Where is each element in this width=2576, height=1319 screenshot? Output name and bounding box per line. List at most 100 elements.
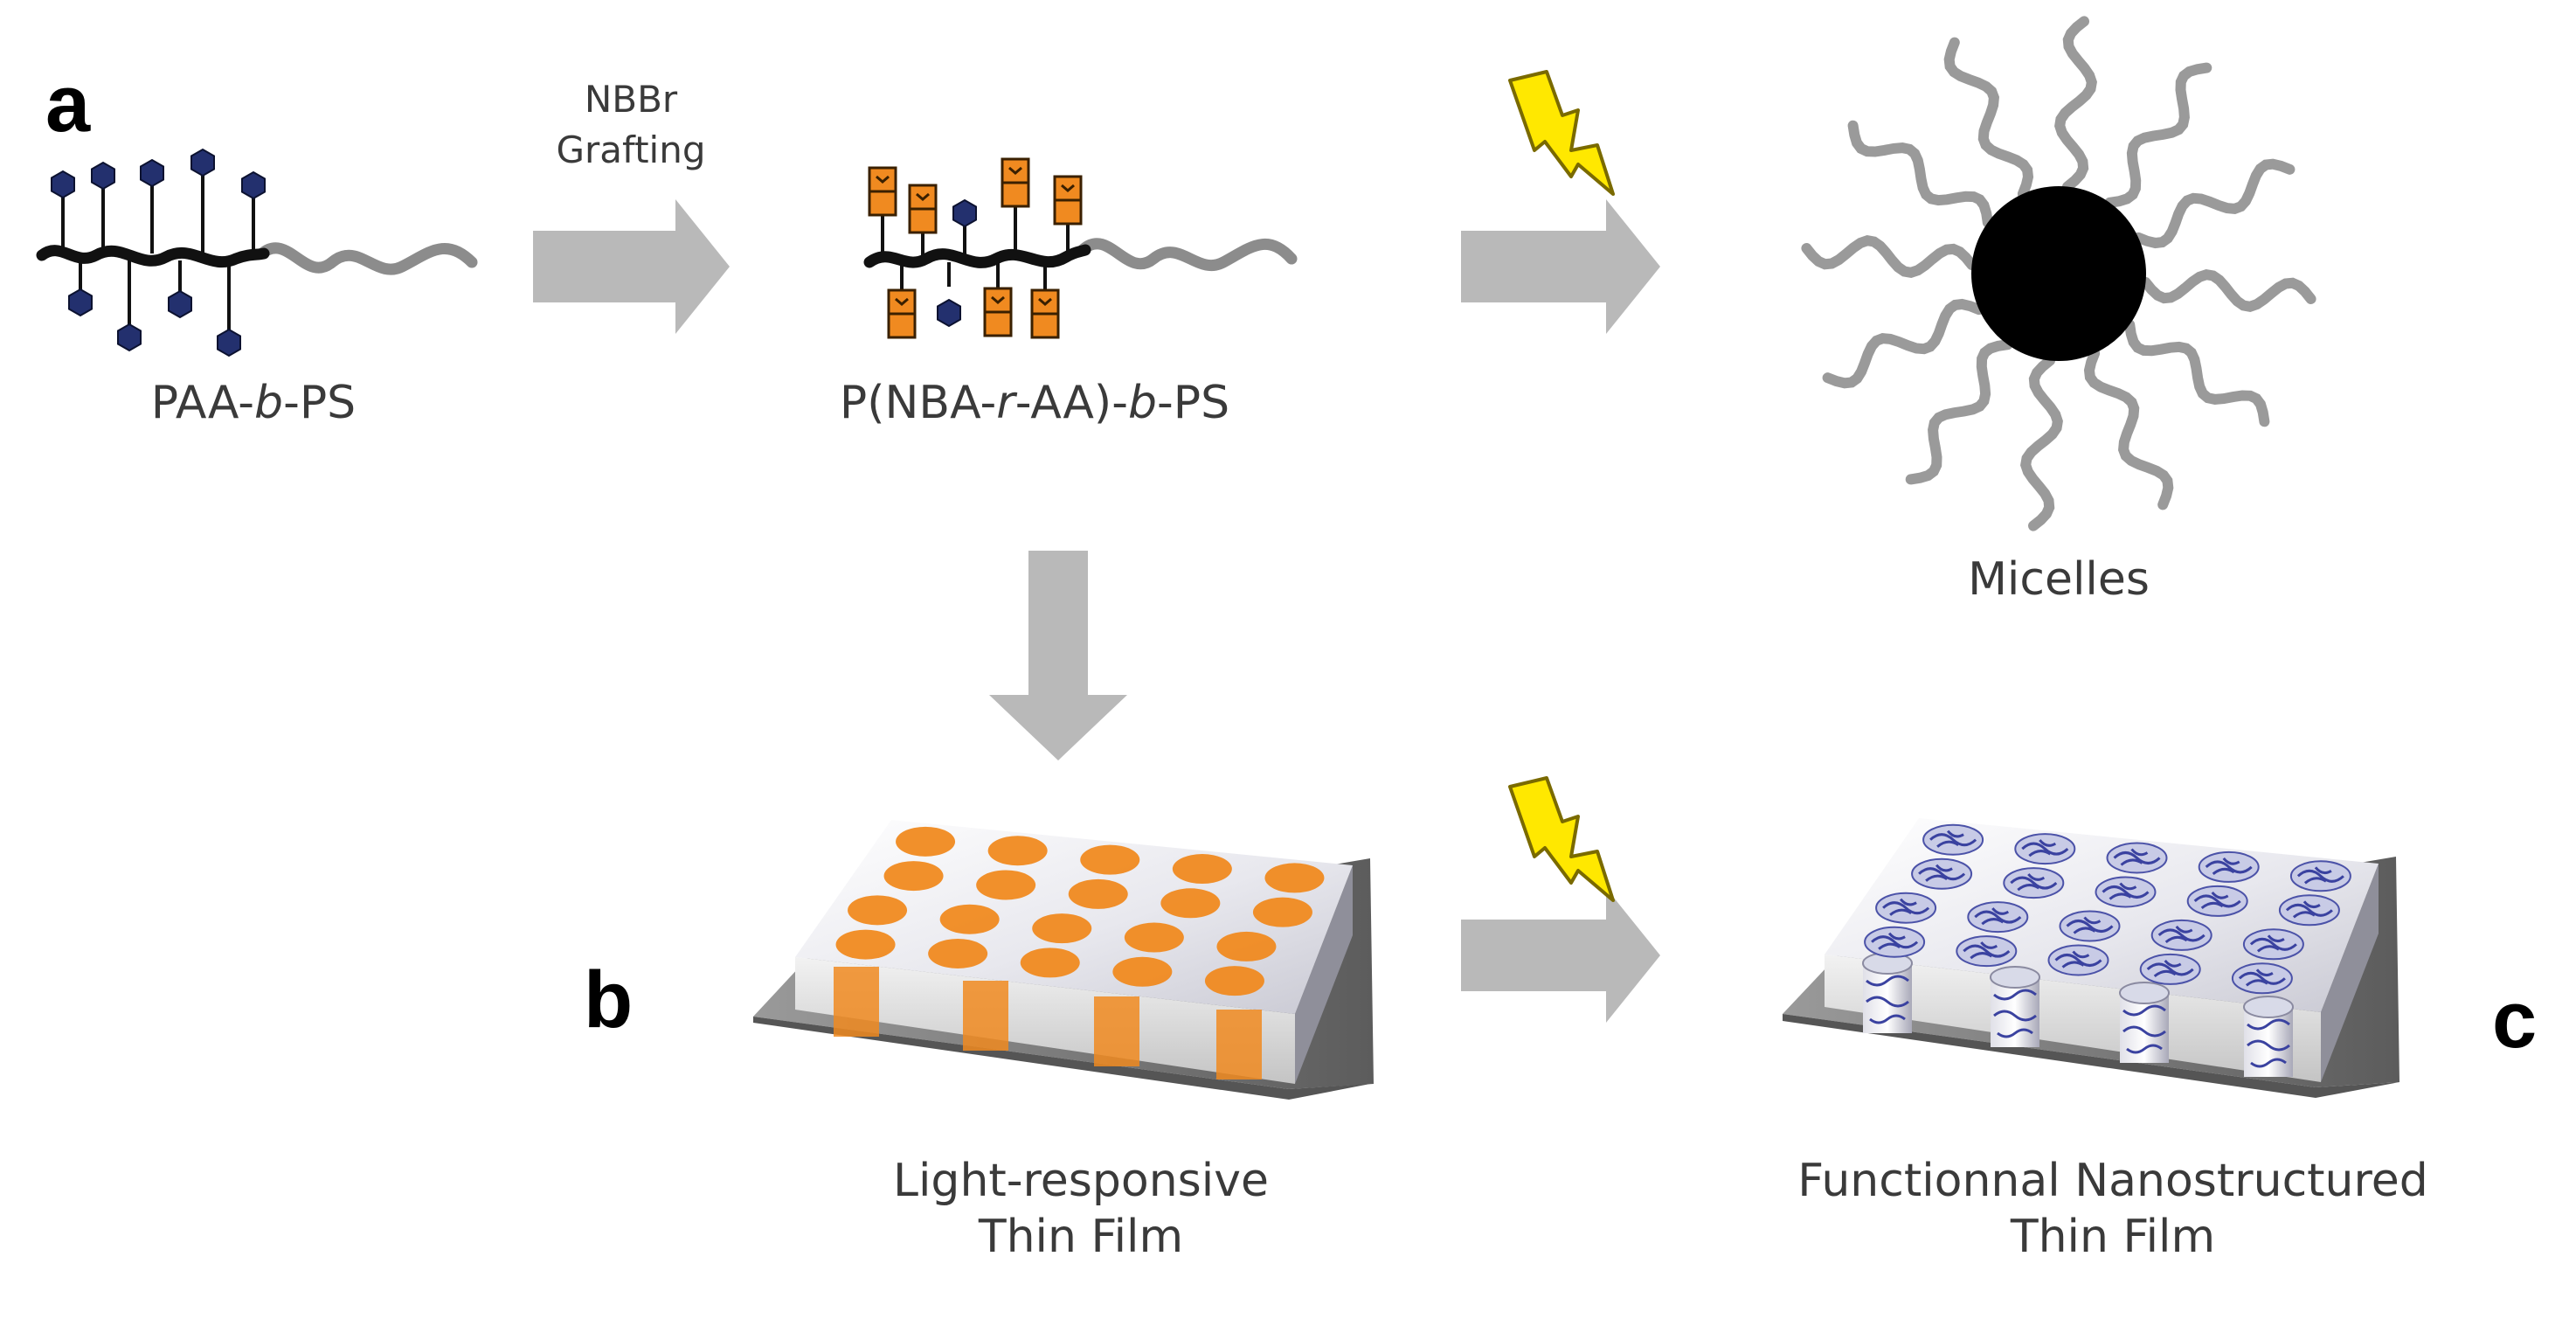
paa-backbone: [36, 245, 270, 268]
grafted-side-units: [868, 157, 1083, 339]
hexagon-unit-icon: [937, 262, 961, 328]
film-front-face: [795, 957, 1295, 1084]
film-right-face: [1295, 865, 1353, 1084]
functional-pore: [1967, 901, 2029, 934]
nba-domain: [835, 929, 896, 960]
functional-pore: [2003, 867, 2065, 899]
nba-column: [834, 967, 879, 1037]
corona-chain: [2124, 319, 2270, 427]
corona-chain: [2140, 269, 2316, 312]
paa-b-ps-molecule: [36, 148, 478, 358]
hexagon-unit-icon: [68, 260, 93, 317]
ps-tail-2: [1077, 238, 1298, 272]
pore-column: [1990, 966, 2040, 1047]
hexagon-unit-icon: [217, 260, 241, 358]
reagent-nbbr: NBBr: [585, 78, 678, 121]
micelles-label: Micelles: [1968, 553, 2150, 606]
corona-chain: [1943, 37, 2034, 199]
hexagon-unit-icon: [117, 260, 142, 352]
paa-b-ps-label: PAA-b-PS: [151, 377, 356, 429]
functional-pore: [2231, 962, 2293, 995]
orange-nba-domains: [835, 826, 1325, 996]
film-front-face-2: [1825, 955, 2321, 1082]
nba-domain: [1020, 948, 1080, 978]
nba-domain: [939, 904, 1000, 934]
pore-columns: [1862, 952, 2294, 1077]
functional-pore: [2150, 919, 2212, 951]
corona-chain: [1905, 339, 2013, 485]
nba-unit-icon: [908, 184, 938, 259]
nba-unit-icon: [1001, 157, 1030, 259]
nba-unit-icon: [1030, 262, 1060, 339]
pore-column: [2119, 982, 2170, 1063]
paa-side-units: [51, 148, 266, 358]
nba-unit-icon: [1053, 175, 1083, 259]
nba-domain: [1216, 931, 1277, 961]
functional-pore: [1922, 823, 1984, 856]
functional-pore: [2139, 953, 2201, 985]
micelle-corona: [1801, 16, 2316, 531]
functional-film: [1783, 818, 2399, 1098]
functional-pore: [1911, 857, 1973, 890]
functional-pore: [1864, 926, 1926, 958]
nba-domain: [1204, 966, 1264, 996]
functional-pore: [2059, 910, 2121, 942]
functional-pore: [2198, 850, 2260, 883]
film-right-face-2: [2321, 864, 2379, 1082]
functional-pore: [2242, 928, 2304, 961]
hexagon-unit-icon: [140, 158, 164, 253]
nba-domain: [1252, 897, 1312, 927]
corona-chain: [2133, 158, 2296, 249]
light-responsive-label-2: Thin Film: [978, 1211, 1183, 1263]
functional-pore: [2278, 894, 2340, 927]
nba-domain: [1080, 844, 1140, 875]
functional-label-1: Functionnal Nanostructured: [1797, 1155, 2428, 1207]
nba-domain: [1068, 878, 1128, 909]
orange-cylinder-columns: [834, 967, 1262, 1079]
film-casting-arrow: [989, 551, 1127, 760]
lightning-icon: [1508, 776, 1615, 902]
reagent-grafting: Grafting: [556, 128, 705, 171]
corona-chain: [1801, 235, 1977, 278]
nba-column: [963, 981, 1008, 1051]
hexagon-unit-icon: [241, 170, 266, 253]
hexagon-unit-icon: [952, 198, 977, 259]
nba-column: [1216, 1010, 1262, 1079]
grafted-backbone: [863, 244, 1091, 268]
hexagon-unit-icon: [168, 260, 192, 319]
nba-domain: [1172, 854, 1232, 885]
functional-pore: [2014, 833, 2076, 865]
pore-column: [2243, 996, 2294, 1077]
nba-domain: [1112, 956, 1173, 987]
pore-column: [1862, 952, 1913, 1033]
nba-unit-icon: [887, 262, 917, 339]
corona-chain: [1822, 298, 1984, 389]
light-responsive-label-1: Light-responsive: [893, 1155, 1269, 1207]
panel-label-c: c: [2492, 975, 2537, 1065]
lightning-icon: [1508, 70, 1615, 196]
functional-pore: [1875, 892, 1937, 924]
corona-chain: [2054, 16, 2097, 192]
functional-pore: [1956, 935, 2018, 968]
substrate-shadow: [753, 1017, 1370, 1100]
nba-domain: [896, 826, 956, 857]
functional-pore: [2186, 885, 2248, 917]
functional-pore: [2289, 860, 2351, 892]
nba-unit-icon: [983, 262, 1013, 337]
nba-domain: [987, 836, 1048, 866]
functionalized-pores: [1864, 823, 2351, 995]
corona-chain: [2020, 355, 2063, 531]
substrate-shadow-2: [1783, 1014, 2399, 1098]
nba-domain: [1032, 913, 1092, 944]
functional-pore: [2106, 842, 2168, 874]
hexagon-unit-icon: [51, 170, 75, 253]
light-arrow-top: [1461, 199, 1660, 334]
hexagon-unit-icon: [190, 148, 215, 253]
micelle: [1801, 16, 2316, 531]
functional-pore: [2047, 944, 2109, 976]
panel-label-a: a: [45, 59, 91, 149]
nba-domain: [1160, 888, 1221, 919]
nba-domain: [1264, 863, 1325, 893]
functional-label-2: Thin Film: [2010, 1211, 2215, 1263]
